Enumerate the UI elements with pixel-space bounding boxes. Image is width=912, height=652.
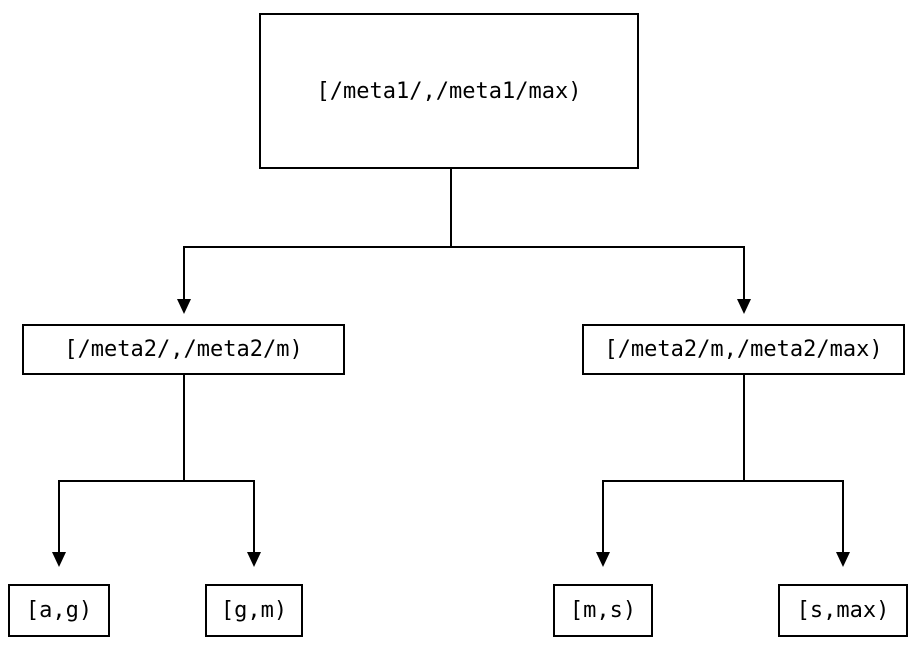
node-leaf-g-m: [g,m) — [205, 584, 303, 637]
node-meta2-right-range: [/meta2/m,/meta2/max) — [582, 324, 905, 375]
node-root-range: [/meta1/,/meta1/max) — [259, 13, 639, 169]
arrow-down-icon — [836, 552, 850, 567]
node-leaf-s-max: [s,max) — [778, 584, 908, 637]
arrow-down-icon — [737, 299, 751, 314]
node-meta2-left-range: [/meta2/,/meta2/m) — [22, 324, 345, 375]
arrow-down-icon — [177, 299, 191, 314]
node-leaf-a-g: [a,g) — [8, 584, 110, 637]
node-leaf-m-s: [m,s) — [553, 584, 653, 637]
arrow-down-icon — [596, 552, 610, 567]
arrow-down-icon — [52, 552, 66, 567]
arrow-down-icon — [247, 552, 261, 567]
